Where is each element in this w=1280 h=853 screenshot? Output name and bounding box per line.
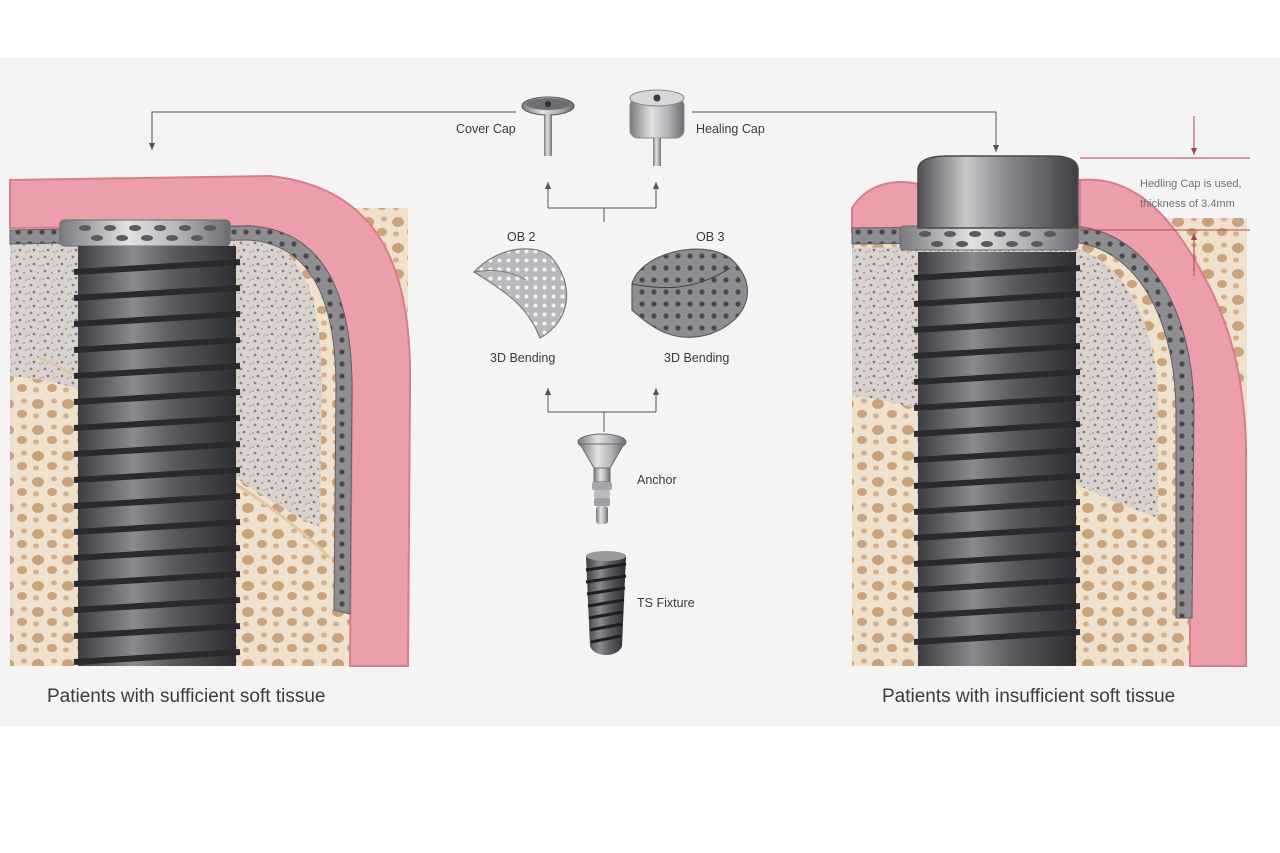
flow-connectors	[148, 111, 1000, 432]
left-cap-holes	[79, 225, 216, 241]
left-mesh-membrane	[9, 225, 353, 615]
left-illustration	[9, 174, 412, 667]
diagram-canvas	[9, 89, 1250, 667]
diagram-panel: Cover Cap Healing Cap OB 2 OB 3 3D Bendi…	[0, 58, 1280, 726]
ts-fixture-label: TS Fixture	[637, 596, 695, 610]
ob3-bending-label: 3D Bending	[664, 351, 730, 365]
healing-cap-part	[629, 89, 685, 166]
right-illustration	[851, 116, 1250, 667]
caption-insufficient-tissue: Patients with insufficient soft tissue	[882, 686, 1176, 707]
cover-cap-part	[521, 96, 575, 156]
ob2-title: OB 2	[507, 230, 536, 244]
annotation-line-2: thickness of 3.4mm	[1140, 198, 1235, 210]
cover-cap-label: Cover Cap	[456, 122, 516, 136]
right-mesh-membrane	[851, 225, 1195, 619]
annotation-line-1: Hedling Cap is used,	[1140, 178, 1242, 190]
right-healing-cap	[917, 155, 1079, 229]
left-implant-threads	[73, 259, 241, 665]
ts-fixture-part	[585, 551, 627, 655]
ob3-mesh-part	[631, 248, 748, 338]
anchor-part	[577, 433, 627, 524]
ob3-title: OB 3	[696, 230, 725, 244]
caption-sufficient-tissue: Patients with sufficient soft tissue	[47, 686, 326, 707]
right-implant-threads	[913, 265, 1081, 645]
healing-cap-label: Healing Cap	[696, 122, 765, 136]
ob2-bending-label: 3D Bending	[490, 351, 556, 365]
right-cap-holes	[919, 231, 1056, 247]
anchor-label: Anchor	[637, 473, 677, 487]
ob2-mesh-part	[473, 248, 568, 339]
left-mesh-cap	[59, 219, 231, 247]
